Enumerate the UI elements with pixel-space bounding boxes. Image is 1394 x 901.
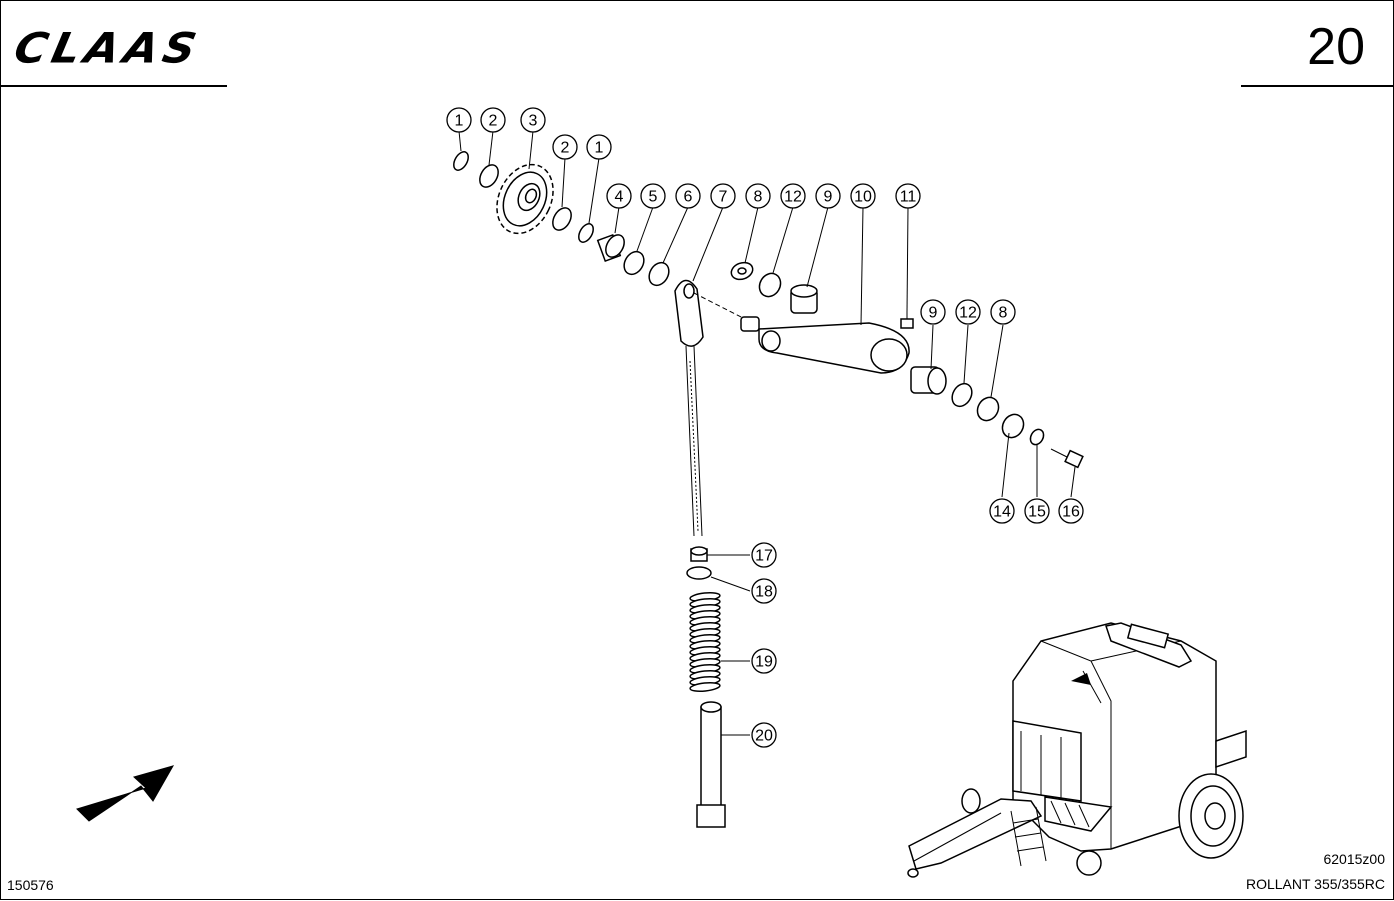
callout-9: 9 bbox=[920, 299, 946, 325]
svg-text:5: 5 bbox=[649, 189, 658, 206]
figure-code: 62015z00 bbox=[1323, 851, 1385, 867]
part-circlip bbox=[453, 151, 469, 171]
leader-lines bbox=[458, 130, 1076, 736]
part-nut bbox=[690, 546, 708, 562]
callout-7: 7 bbox=[710, 183, 736, 209]
part-washer bbox=[951, 382, 973, 408]
part-tension-arm bbox=[740, 316, 910, 374]
callout-8: 8 bbox=[745, 183, 771, 209]
part-washer bbox=[737, 267, 747, 275]
callout-1: 1 bbox=[586, 134, 612, 160]
svg-text:4: 4 bbox=[615, 189, 624, 206]
svg-text:7: 7 bbox=[719, 189, 728, 206]
svg-text:9: 9 bbox=[929, 305, 938, 322]
part-link-plate bbox=[674, 279, 750, 347]
callout-19: 19 bbox=[751, 648, 777, 674]
part-grease-nipple bbox=[900, 313, 914, 329]
svg-text:12: 12 bbox=[959, 305, 977, 322]
callout-10: 10 bbox=[850, 183, 876, 209]
callout-15: 15 bbox=[1024, 498, 1050, 524]
part-shim-ring bbox=[552, 207, 572, 231]
part-bushing bbox=[790, 284, 818, 314]
svg-text:12: 12 bbox=[784, 189, 802, 206]
callout-17: 17 bbox=[751, 542, 777, 568]
svg-text:16: 16 bbox=[1062, 504, 1080, 521]
svg-text:2: 2 bbox=[489, 113, 498, 130]
part-shim-ring bbox=[479, 164, 499, 188]
direction-arrow-icon bbox=[76, 765, 175, 822]
svg-text:10: 10 bbox=[854, 189, 872, 206]
svg-text:6: 6 bbox=[684, 189, 693, 206]
part-lock-washer bbox=[1029, 428, 1045, 446]
callout-9: 9 bbox=[815, 183, 841, 209]
part-bushing bbox=[596, 233, 625, 263]
part-washer bbox=[648, 261, 670, 287]
callout-20: 20 bbox=[751, 722, 777, 748]
callout-18: 18 bbox=[751, 578, 777, 604]
callout-4: 4 bbox=[606, 183, 632, 209]
callout-8: 8 bbox=[990, 299, 1016, 325]
callout-5: 5 bbox=[640, 183, 666, 209]
callout-11: 11 bbox=[895, 183, 921, 209]
callout-12: 12 bbox=[955, 299, 981, 325]
header-rule-right bbox=[1241, 85, 1393, 87]
part-washer bbox=[686, 566, 712, 580]
part-threaded-rod bbox=[685, 345, 703, 537]
svg-text:1: 1 bbox=[455, 113, 464, 130]
part-bolt bbox=[1050, 448, 1084, 469]
svg-text:8: 8 bbox=[999, 305, 1008, 322]
spring-coil bbox=[689, 681, 721, 693]
svg-text:8: 8 bbox=[754, 189, 763, 206]
model-name: ROLLANT 355/355RC bbox=[1245, 876, 1385, 892]
svg-text:18: 18 bbox=[755, 584, 773, 601]
svg-text:1: 1 bbox=[595, 140, 604, 157]
part-washer bbox=[1001, 413, 1025, 439]
callout-14: 14 bbox=[989, 498, 1015, 524]
svg-text:14: 14 bbox=[993, 504, 1011, 521]
svg-text:20: 20 bbox=[755, 728, 773, 745]
document-number: 150576 bbox=[7, 877, 54, 893]
callout-3: 3 bbox=[520, 107, 546, 133]
part-sprocket bbox=[496, 163, 554, 235]
part-washer bbox=[976, 396, 1000, 422]
svg-text:3: 3 bbox=[529, 113, 538, 130]
part-spring-tube bbox=[696, 701, 726, 828]
svg-text:2: 2 bbox=[561, 140, 570, 157]
callout-2: 2 bbox=[480, 107, 506, 133]
callout-12: 12 bbox=[780, 183, 806, 209]
svg-text:19: 19 bbox=[755, 654, 773, 671]
callout-16: 16 bbox=[1058, 498, 1084, 524]
part-washer bbox=[758, 272, 782, 298]
part-washer bbox=[623, 250, 645, 276]
baler-machine-illustration bbox=[907, 622, 1247, 878]
svg-text:9: 9 bbox=[824, 189, 833, 206]
page-number: 20 bbox=[1307, 18, 1365, 76]
part-circlip bbox=[578, 223, 594, 243]
part-bushing bbox=[910, 366, 947, 395]
callout-6: 6 bbox=[675, 183, 701, 209]
svg-text:11: 11 bbox=[900, 189, 917, 206]
callout-1: 1 bbox=[446, 107, 472, 133]
callout-2: 2 bbox=[552, 134, 578, 160]
part-compression-spring bbox=[689, 591, 721, 693]
svg-text:17: 17 bbox=[755, 548, 773, 565]
svg-text:15: 15 bbox=[1028, 504, 1046, 521]
header-rule-left bbox=[1, 85, 227, 87]
